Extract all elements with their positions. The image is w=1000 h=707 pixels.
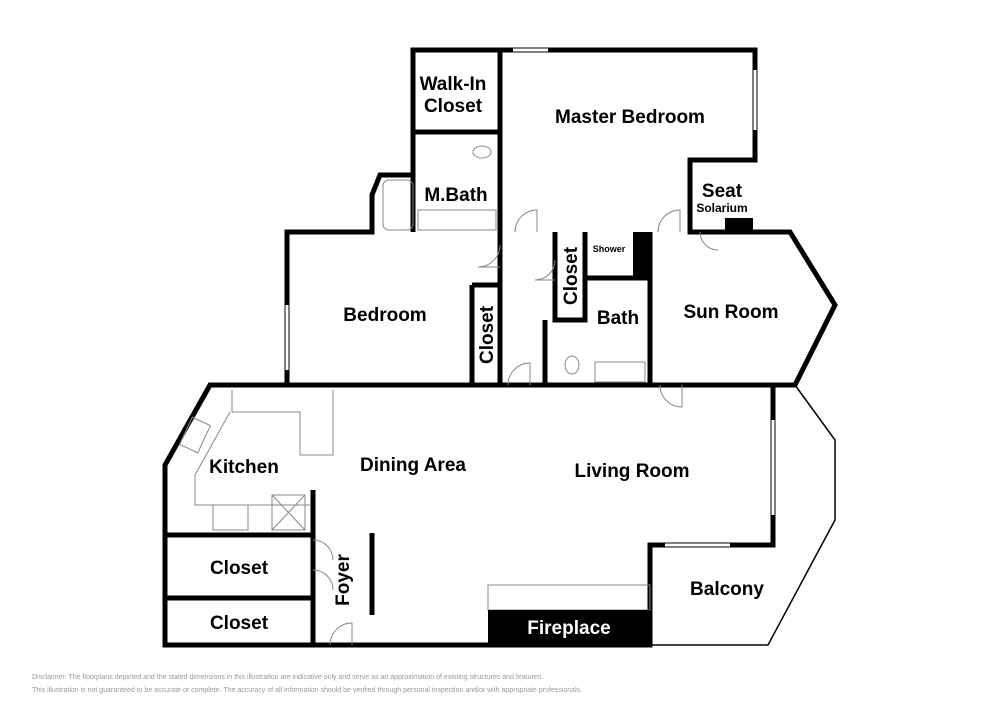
solarium-block — [725, 218, 753, 232]
room-label-fireplace: Fireplace — [527, 618, 610, 639]
room-label-m-bath: M.Bath — [424, 185, 487, 206]
kitchen-counters — [178, 390, 334, 531]
hearth — [487, 584, 651, 611]
room-label-bedroom: Bedroom — [343, 305, 426, 326]
room-label-hall-closet: Closet — [561, 246, 582, 305]
room-label-living-room: Living Room — [574, 461, 689, 482]
shower-wall — [633, 232, 650, 278]
room-label-balcony: Balcony — [690, 579, 764, 600]
room-label-seat: Seat — [702, 181, 743, 202]
room-label-closet-1: Closet — [210, 558, 269, 579]
room-label-closet-2: Closet — [210, 613, 269, 634]
door-swings — [312, 209, 719, 646]
disclaimer-line-2: This illustration is not guaranteed to b… — [32, 687, 583, 694]
fireplace — [488, 610, 650, 645]
room-label-shower: Shower — [593, 244, 626, 254]
room-label-master-bedroom: Master Bedroom — [555, 107, 705, 128]
room-label-bedroom-closet: Closet — [477, 305, 498, 364]
room-label-walk-in-2: Closet — [424, 96, 483, 117]
room-label-walk-in: Walk-In — [420, 74, 487, 95]
room-label-dining-area: Dining Area — [360, 455, 466, 476]
room-label-foyer: Foyer — [333, 554, 354, 606]
room-label-kitchen: Kitchen — [209, 457, 279, 478]
interior-walls — [165, 50, 773, 645]
room-label-solarium: Solarium — [696, 201, 747, 215]
bath-fixtures — [382, 145, 646, 383]
room-label-bath: Bath — [597, 308, 639, 329]
room-label-sun-room: Sun Room — [684, 302, 779, 323]
windows — [285, 48, 775, 547]
balcony-outline — [650, 384, 836, 646]
disclaimer-line-1: Disclaimer: The floorplans depicted and … — [32, 674, 544, 681]
